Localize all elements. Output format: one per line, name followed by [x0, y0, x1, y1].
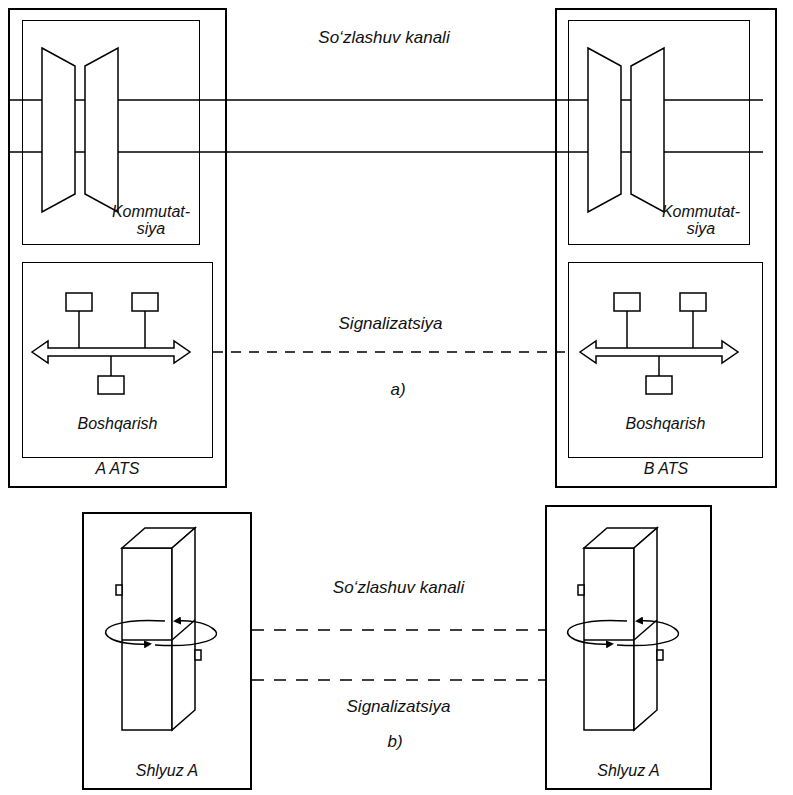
link-line [200, 99, 568, 101]
link-line [252, 629, 545, 631]
voice-wire [621, 151, 631, 153]
voice-wire [75, 99, 85, 101]
part-label: a) [387, 380, 408, 400]
control-unit [66, 293, 92, 311]
bus-stem [110, 356, 112, 376]
box-title: B ATS [557, 460, 775, 478]
box-title: Kommutat- siya [659, 203, 743, 238]
rotation-arrow [155, 621, 217, 646]
switch-stage [631, 48, 664, 212]
station-box: Shlyuz A [82, 512, 252, 790]
box-title: Shlyuz A [547, 762, 710, 780]
link-line [252, 679, 545, 681]
switch-symbol [568, 48, 763, 212]
voice-wire [568, 151, 588, 153]
link-label: So‘zlashuv kanali [330, 578, 467, 598]
control-unit [98, 376, 124, 394]
station-box: Kommutat- siyaBoshqarish B ATS [555, 8, 777, 488]
cube-split [122, 639, 172, 641]
box-title: Shlyuz A [84, 762, 250, 780]
voice-wire [664, 151, 763, 153]
box-title: Boshqarish [23, 415, 212, 433]
unit-box: Boshqarish [568, 262, 763, 458]
control-bus [580, 293, 738, 394]
box-title: A ATS [10, 460, 225, 478]
bus-stem [78, 311, 80, 348]
link-label: So‘zlashuv kanali [315, 28, 452, 48]
link-label: Signalizatsiya [336, 314, 446, 334]
gateway-cube [568, 528, 679, 730]
voice-wire [75, 151, 85, 153]
unit-box: Boshqarish [22, 262, 213, 458]
cube-side [172, 528, 195, 730]
switch-stage [42, 48, 75, 212]
unit-box: Kommutat- siya [568, 20, 750, 245]
unit-box: Kommutat- siya [22, 20, 200, 245]
voice-wire [621, 99, 631, 101]
box-title: Boshqarish [569, 415, 762, 433]
box-title: Kommutat- siya [109, 203, 193, 238]
cube-knob [116, 585, 122, 595]
switch-symbol [10, 48, 200, 212]
link-label: Signalizatsiya [344, 697, 454, 717]
cube-knob [195, 650, 201, 660]
station-box: Kommutat- siyaBoshqarish A ATS [8, 8, 227, 488]
part-label: b) [384, 732, 405, 752]
cube-split [172, 620, 195, 640]
gateway-cube [106, 528, 217, 730]
voice-wire [118, 99, 200, 101]
control-bus [32, 293, 190, 394]
link-line [200, 151, 568, 153]
switch-stage [85, 48, 118, 212]
cube-front [122, 548, 172, 730]
rotation-arrow [106, 620, 165, 644]
control-unit [132, 293, 158, 311]
voice-wire [664, 99, 763, 101]
voice-wire [10, 151, 42, 153]
link-line [213, 351, 568, 353]
voice-wire [118, 151, 200, 153]
station-box: Shlyuz A [545, 505, 712, 790]
bus-stem [144, 311, 146, 348]
voice-wire [568, 99, 588, 101]
switch-stage [588, 48, 621, 212]
voice-wire [10, 99, 42, 101]
